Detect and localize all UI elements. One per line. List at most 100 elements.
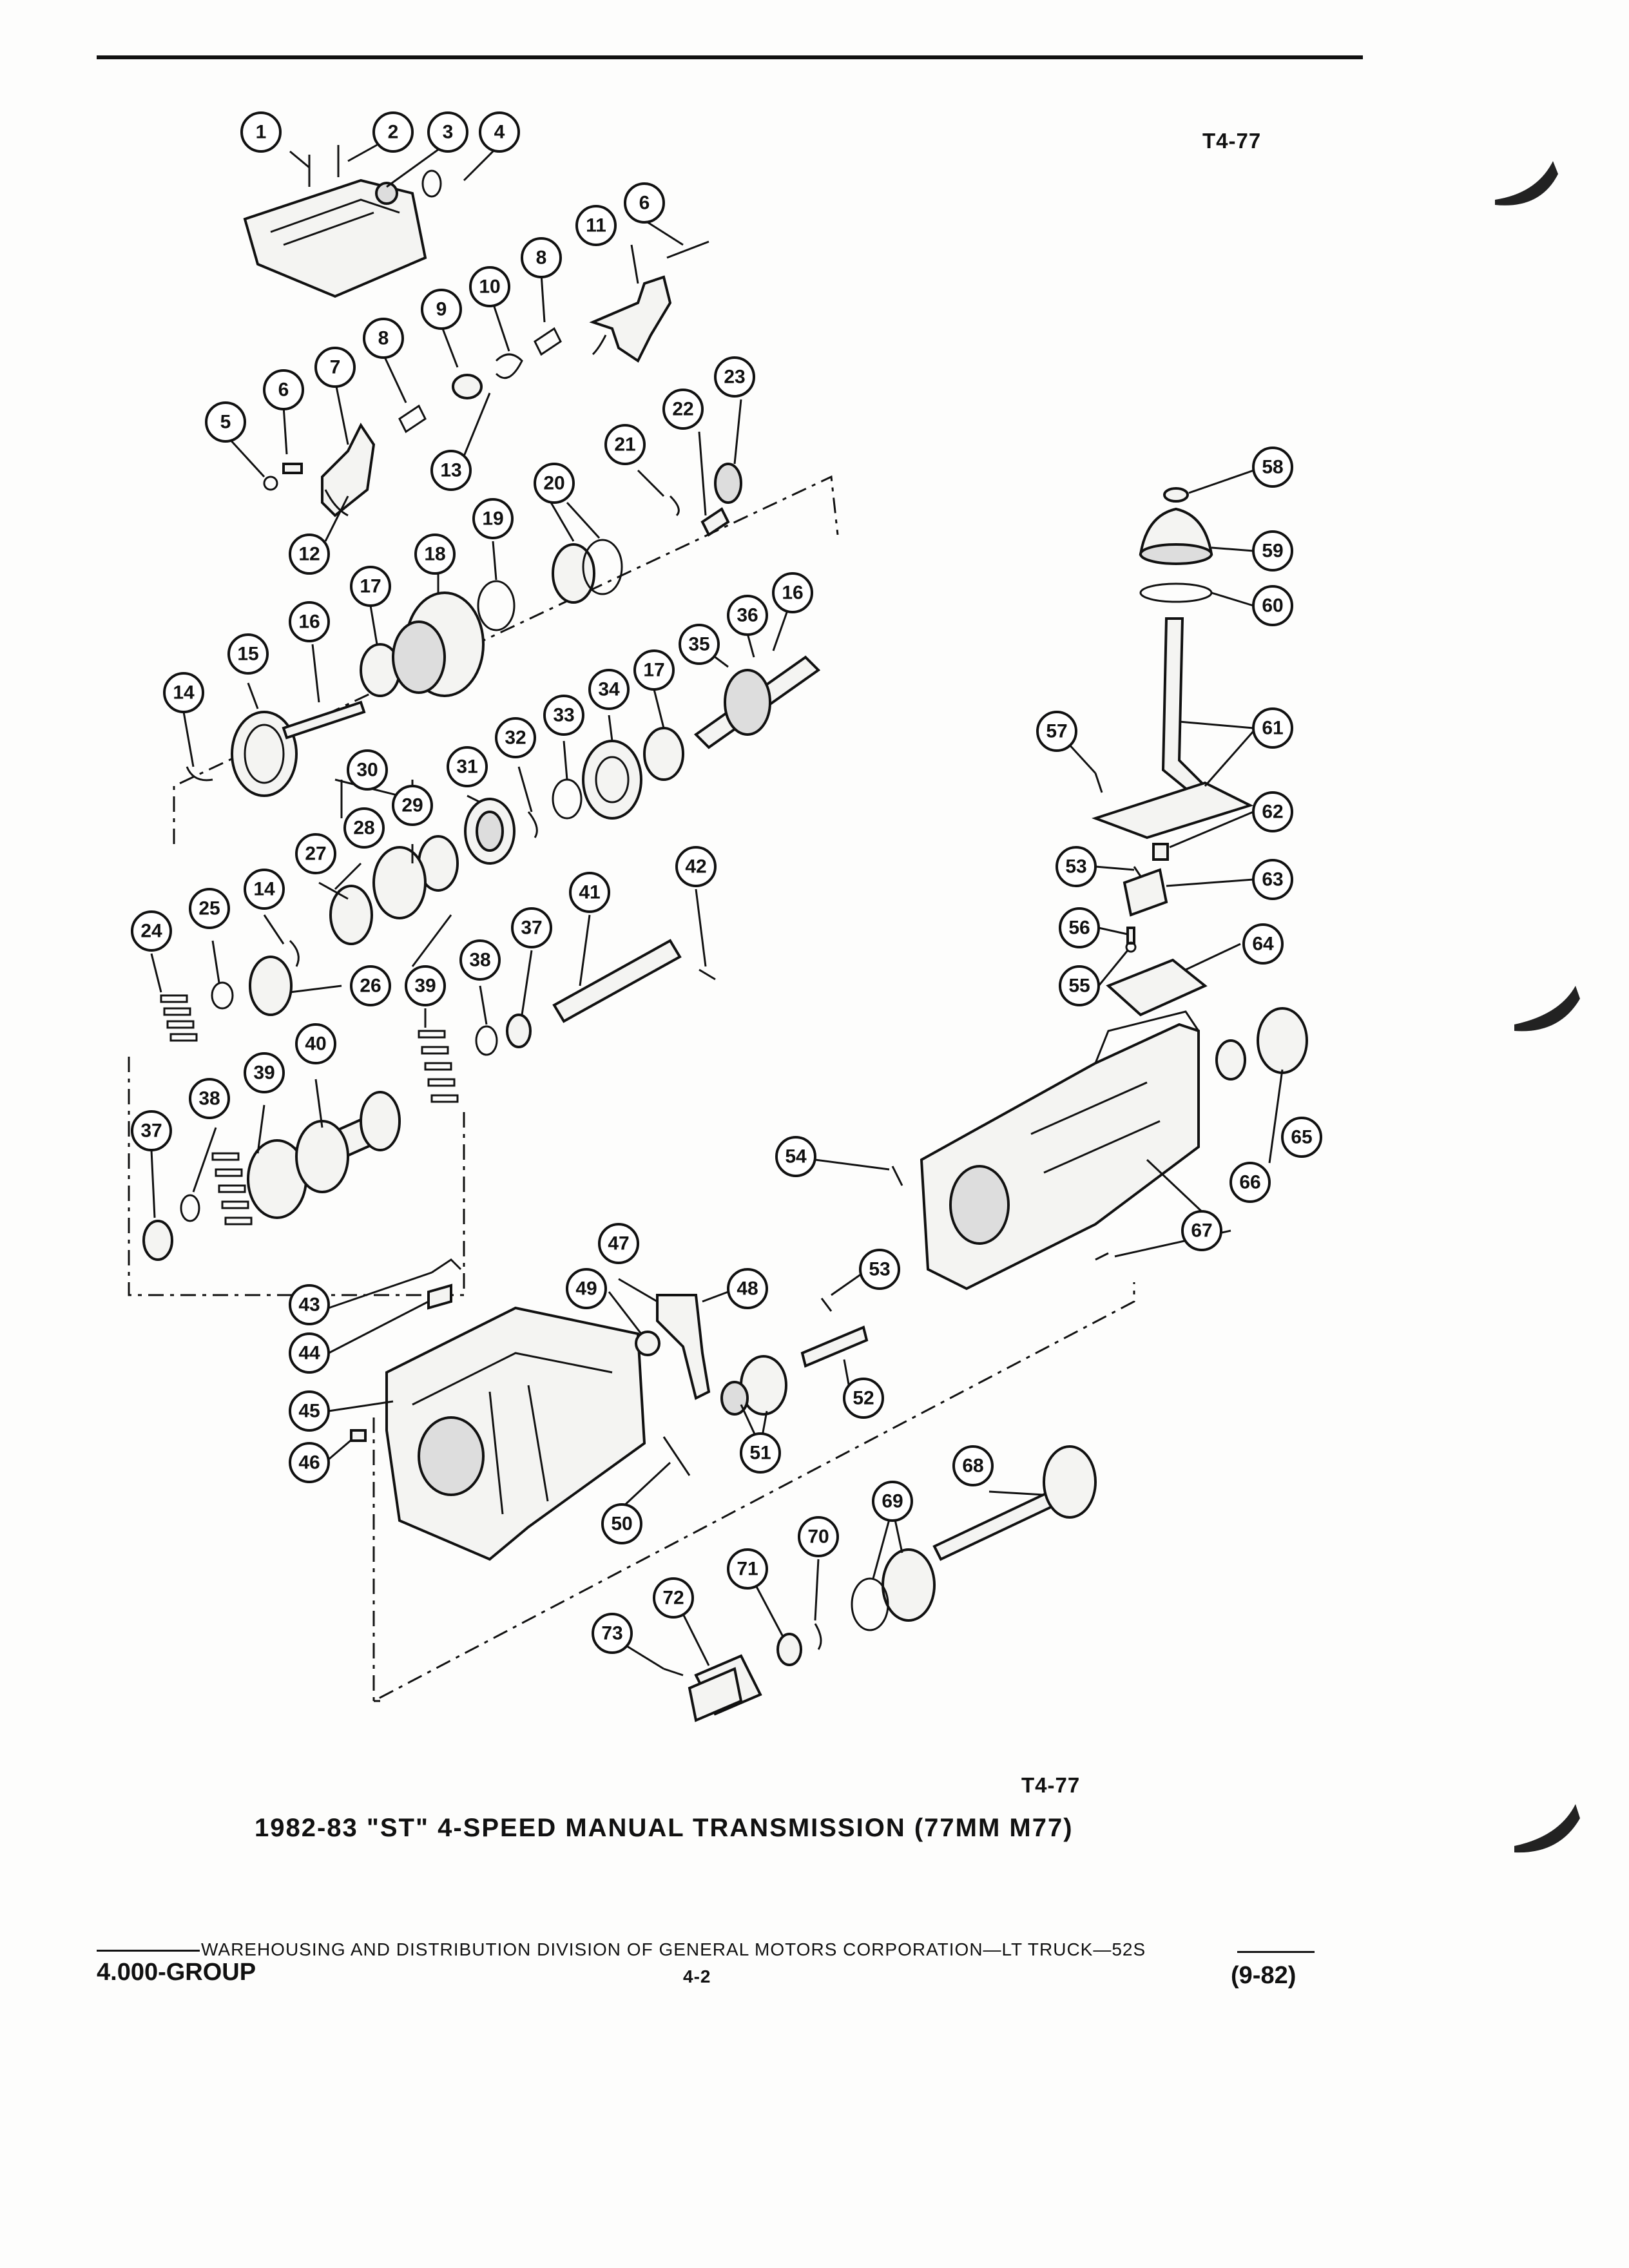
callout-52: 52 — [843, 1378, 884, 1419]
shift-block-63 — [1123, 868, 1168, 917]
callout-6a: 6 — [624, 182, 665, 224]
needle-bearings-39b — [211, 1152, 253, 1225]
callout-65: 65 — [1281, 1117, 1322, 1158]
callout-55: 55 — [1059, 965, 1100, 1006]
pin-53b — [1133, 866, 1142, 877]
callout-29: 29 — [392, 785, 433, 826]
callout-53b: 53 — [1055, 846, 1097, 887]
callout-26-label: 26 — [360, 975, 381, 997]
snap-ring-21 — [669, 495, 680, 517]
callout-48-label: 48 — [737, 1278, 758, 1300]
callout-22-label: 22 — [672, 399, 693, 420]
callout-45: 45 — [289, 1390, 330, 1432]
callout-56-label: 56 — [1068, 918, 1090, 939]
callout-11: 11 — [575, 205, 617, 246]
callout-46-label: 46 — [298, 1452, 320, 1474]
callout-46: 46 — [289, 1442, 330, 1483]
bushing-62 — [1152, 843, 1169, 861]
seal-71 — [776, 1633, 802, 1666]
callout-10: 10 — [469, 266, 510, 307]
bushing-66b — [1215, 1039, 1246, 1081]
callout-34-label: 34 — [598, 679, 620, 700]
callout-53a: 53 — [859, 1249, 900, 1290]
callout-66-label: 66 — [1239, 1172, 1260, 1193]
snap-ring-14 — [186, 766, 213, 782]
callout-40-label: 40 — [305, 1033, 326, 1055]
callout-6b-label: 6 — [278, 380, 289, 401]
callout-49-label: 49 — [575, 1278, 597, 1300]
callout-19-label: 19 — [482, 508, 503, 530]
roll-pin — [282, 463, 303, 474]
callout-64-label: 64 — [1252, 934, 1274, 955]
reverse-idler-51 — [720, 1355, 787, 1416]
figure-ref-code-top: T4-77 — [1202, 129, 1262, 153]
callout-50-label: 50 — [611, 1514, 632, 1535]
callout-1: 1 — [240, 111, 282, 153]
roll-pin-42 — [699, 968, 716, 981]
retainer-60 — [1139, 582, 1213, 603]
callout-33-label: 33 — [553, 705, 574, 726]
callout-14a: 14 — [163, 672, 204, 713]
callout-26: 26 — [350, 965, 391, 1006]
callout-20: 20 — [534, 463, 575, 504]
callout-53a-label: 53 — [869, 1259, 890, 1280]
callout-38a: 38 — [189, 1078, 230, 1119]
callout-42: 42 — [675, 846, 717, 887]
snap-ring-14b — [289, 939, 300, 967]
plug-46 — [350, 1429, 367, 1442]
callout-70-label: 70 — [807, 1526, 829, 1548]
callout-71-label: 71 — [737, 1559, 758, 1580]
callout-62-label: 62 — [1262, 802, 1283, 823]
selector-64 — [1106, 958, 1208, 1017]
synchronizer-31 — [464, 798, 516, 865]
callout-71: 71 — [727, 1548, 768, 1590]
callout-42-label: 42 — [685, 856, 706, 878]
callout-67-label: 67 — [1191, 1220, 1212, 1242]
callout-3-label: 3 — [443, 122, 454, 143]
callout-67: 67 — [1181, 1210, 1222, 1251]
callout-16a-label: 16 — [298, 611, 320, 633]
bolt-50 — [662, 1436, 691, 1476]
nut-58 — [1163, 487, 1189, 503]
reverse-idler-gear — [231, 711, 298, 797]
callout-14a-label: 14 — [173, 682, 195, 704]
extension-housing-66 — [920, 1010, 1200, 1291]
callout-23-label: 23 — [724, 367, 745, 388]
callout-31: 31 — [447, 746, 488, 787]
callout-17b: 17 — [633, 649, 675, 691]
callout-13-label: 13 — [440, 460, 461, 481]
snap-ring-32 — [527, 811, 538, 838]
bearing-17b — [643, 727, 684, 781]
bolt-54 — [891, 1166, 903, 1186]
needle-bearings-39 — [418, 1030, 459, 1103]
callout-58-label: 58 — [1262, 457, 1283, 478]
ball-55 — [1125, 941, 1137, 953]
callout-37b: 37 — [511, 907, 552, 948]
callout-23: 23 — [714, 356, 755, 398]
callout-44-label: 44 — [298, 1343, 320, 1364]
callout-6a-label: 6 — [639, 193, 650, 214]
callout-4: 4 — [479, 111, 520, 153]
callout-68: 68 — [952, 1445, 994, 1486]
figure-ref-code-bottom: T4-77 — [1021, 1773, 1081, 1797]
callout-69-label: 69 — [882, 1491, 903, 1512]
thrust-washer-37 — [142, 1220, 173, 1261]
callout-15-label: 15 — [237, 644, 258, 665]
callout-43: 43 — [289, 1284, 330, 1325]
callout-37a: 37 — [131, 1110, 172, 1151]
callout-9: 9 — [421, 289, 462, 330]
callout-53b-label: 53 — [1065, 856, 1086, 878]
callout-17a-label: 17 — [360, 576, 381, 597]
reverse-lever-48 — [656, 1294, 711, 1400]
callout-39b: 39 — [405, 965, 446, 1006]
callout-47: 47 — [598, 1223, 639, 1264]
callout-24: 24 — [131, 910, 172, 952]
footer-lead-rule — [97, 1950, 200, 1952]
callout-56: 56 — [1059, 907, 1100, 948]
callout-32-label: 32 — [505, 727, 526, 749]
callout-63: 63 — [1252, 859, 1293, 900]
lever-plate-61b — [1091, 781, 1254, 840]
callout-50: 50 — [601, 1503, 642, 1544]
callout-30-label: 30 — [356, 760, 378, 781]
